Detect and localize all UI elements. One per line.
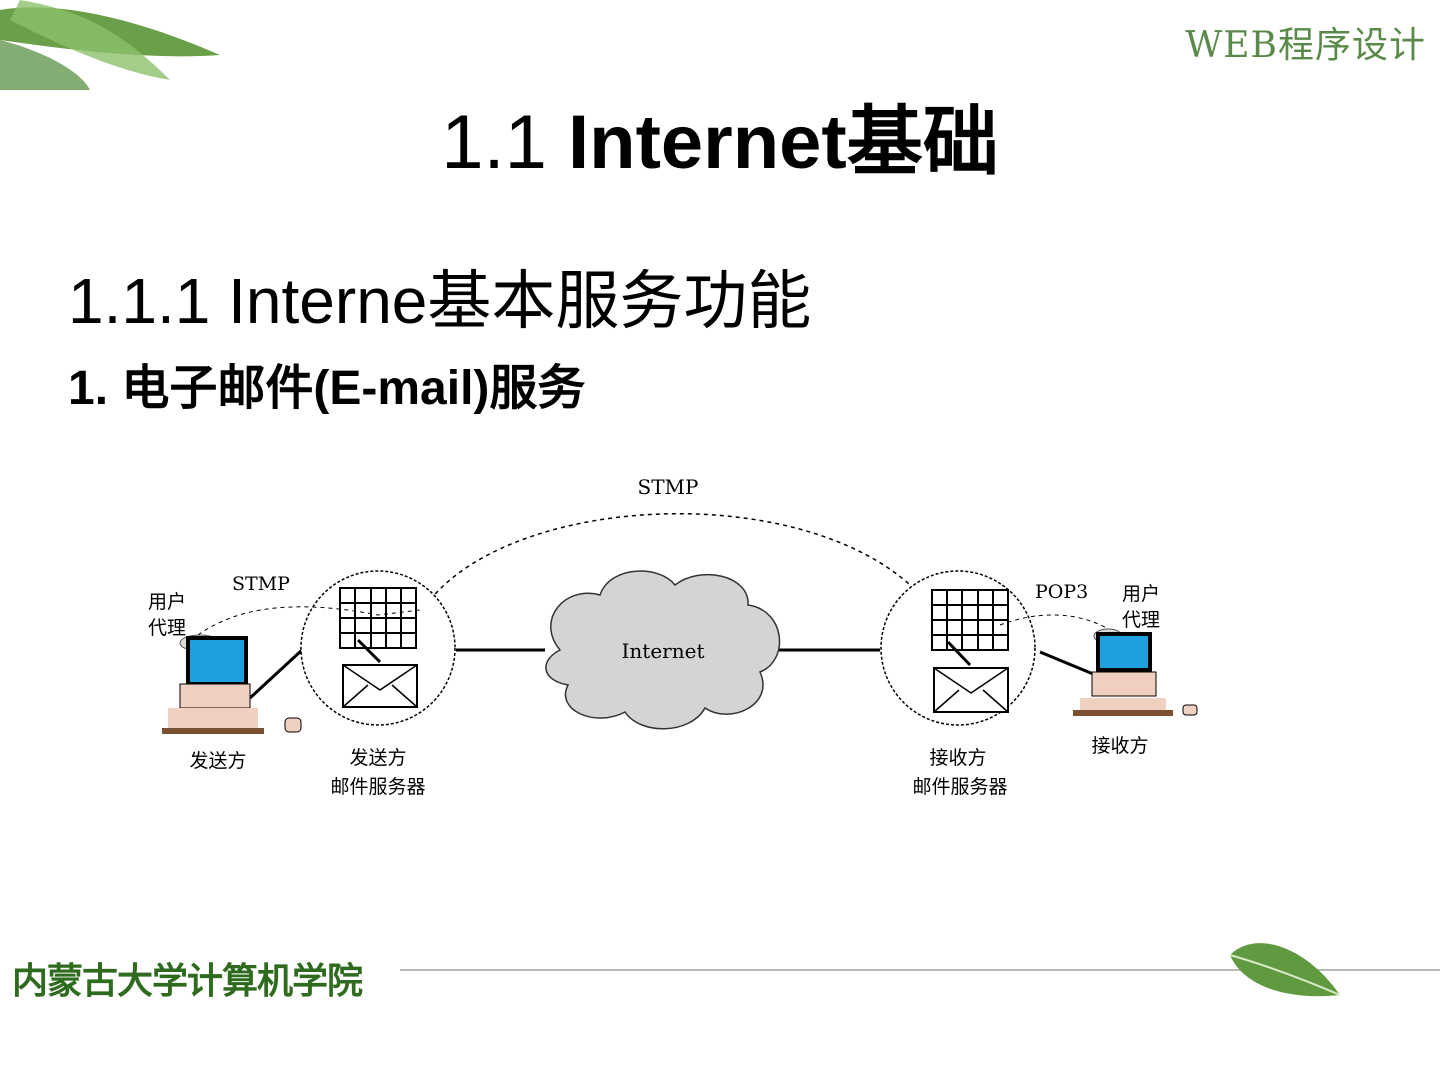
internet-cloud-icon: Internet bbox=[545, 570, 781, 730]
leaf-decoration-icon bbox=[1229, 943, 1341, 997]
sender-server-label-1: 发送方 bbox=[349, 747, 406, 769]
section-item: 1. 电子邮件(E-mail)服务 bbox=[68, 362, 586, 415]
brand-label: WEB程序设计 bbox=[1185, 25, 1426, 66]
sender-server-label-2: 邮件服务器 bbox=[330, 776, 425, 798]
user-agent-right-line1: 用户 bbox=[1122, 583, 1160, 605]
user-agent-right-line2: 代理 bbox=[1122, 609, 1160, 631]
cloud-label: Internet bbox=[622, 639, 705, 663]
title-number: 1.1 bbox=[441, 100, 569, 185]
receiver-label: 接收方 bbox=[1091, 735, 1148, 757]
sender-mail-server-icon bbox=[197, 570, 456, 726]
email-diagram: STMP Internet bbox=[148, 475, 1198, 798]
section-subtitle: 1.1.1 Interne基本服务功能 bbox=[68, 265, 812, 337]
receiver-server-label-2: 邮件服务器 bbox=[912, 776, 1007, 798]
receiver-server-label-1: 接收方 bbox=[929, 747, 986, 769]
user-agent-left-line1: 用户 bbox=[148, 591, 186, 613]
leaf-decoration-icon bbox=[0, 0, 220, 90]
protocol-top-label: STMP bbox=[638, 475, 699, 499]
receiver-computer-icon bbox=[1073, 628, 1198, 716]
institution-label: 内蒙古大学计算机学院 bbox=[12, 961, 363, 1002]
user-agent-left-line2: 代理 bbox=[148, 617, 186, 639]
footer-divider bbox=[400, 969, 1440, 971]
page-title: 1.1 Internet基础 bbox=[0, 80, 1440, 190]
sender-label: 发送方 bbox=[189, 750, 246, 772]
title-text: Internet基础 bbox=[568, 100, 999, 185]
protocol-right-label: POP3 bbox=[1035, 581, 1088, 603]
sender-computer-icon bbox=[162, 634, 302, 734]
receiver-mail-server-icon bbox=[880, 570, 1111, 726]
protocol-left-label: STMP bbox=[232, 573, 290, 595]
